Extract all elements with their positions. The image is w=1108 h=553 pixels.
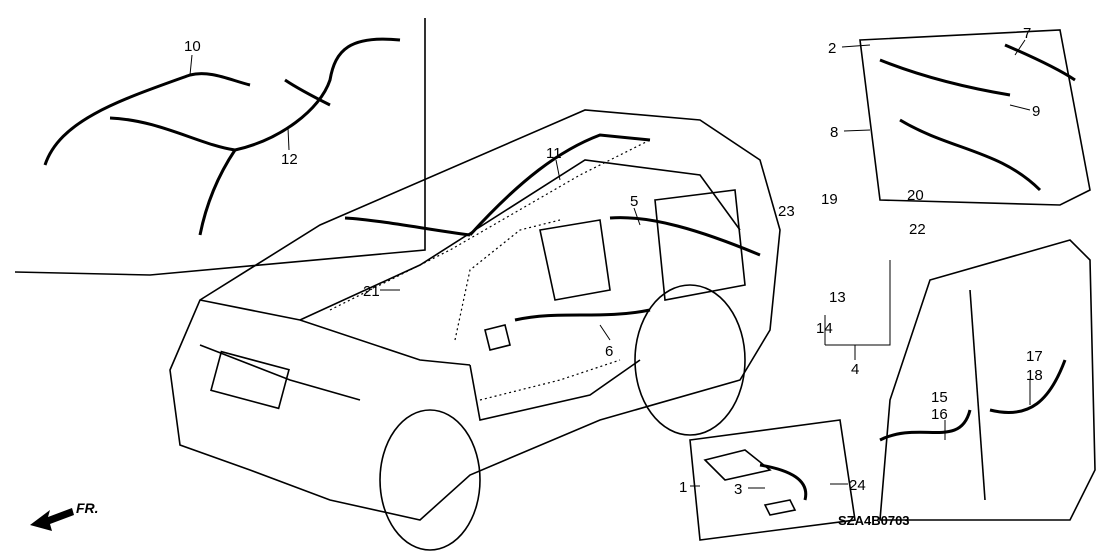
part-label: 3 [734,481,742,498]
part-label: 20 [907,187,924,204]
diagram-code: SZA4B0703 [838,513,910,528]
kit-box [689,419,856,541]
part-label: 18 [1026,367,1043,384]
part-label: 14 [816,320,833,337]
part-label: 6 [605,343,613,360]
front-direction-indicator: FR. [30,500,99,531]
part-label: 12 [281,151,298,168]
rear-door [879,239,1096,521]
vehicle-outline [169,109,781,551]
part-label: 13 [829,289,846,306]
part-label: 1 [679,479,687,496]
tailgate [859,29,1091,206]
part-label: 17 [1026,348,1043,365]
part-label: 21 [363,283,380,300]
part-label: 24 [849,477,866,494]
part-label: 19 [821,191,838,208]
part-label: 23 [778,203,795,220]
part-label: 9 [1032,103,1040,120]
part-label: 22 [909,221,926,238]
part-label: 2 [828,40,836,57]
part-label: 4 [851,361,859,378]
part-label: 16 [931,406,948,423]
part-label: 10 [184,38,201,55]
part-label: 7 [1023,25,1031,42]
part-label: 11 [546,145,562,162]
part-label: 5 [630,193,638,210]
part-labels: 10 12 11 5 21 6 2 7 9 8 23 19 20 22 13 1… [184,25,1043,498]
arrow-icon [30,508,74,531]
part-label: 15 [931,389,948,406]
roof-harness-panel [14,18,426,276]
leader-lines [380,39,1031,489]
part-label: 8 [830,124,838,141]
direction-label: FR. [76,500,99,516]
